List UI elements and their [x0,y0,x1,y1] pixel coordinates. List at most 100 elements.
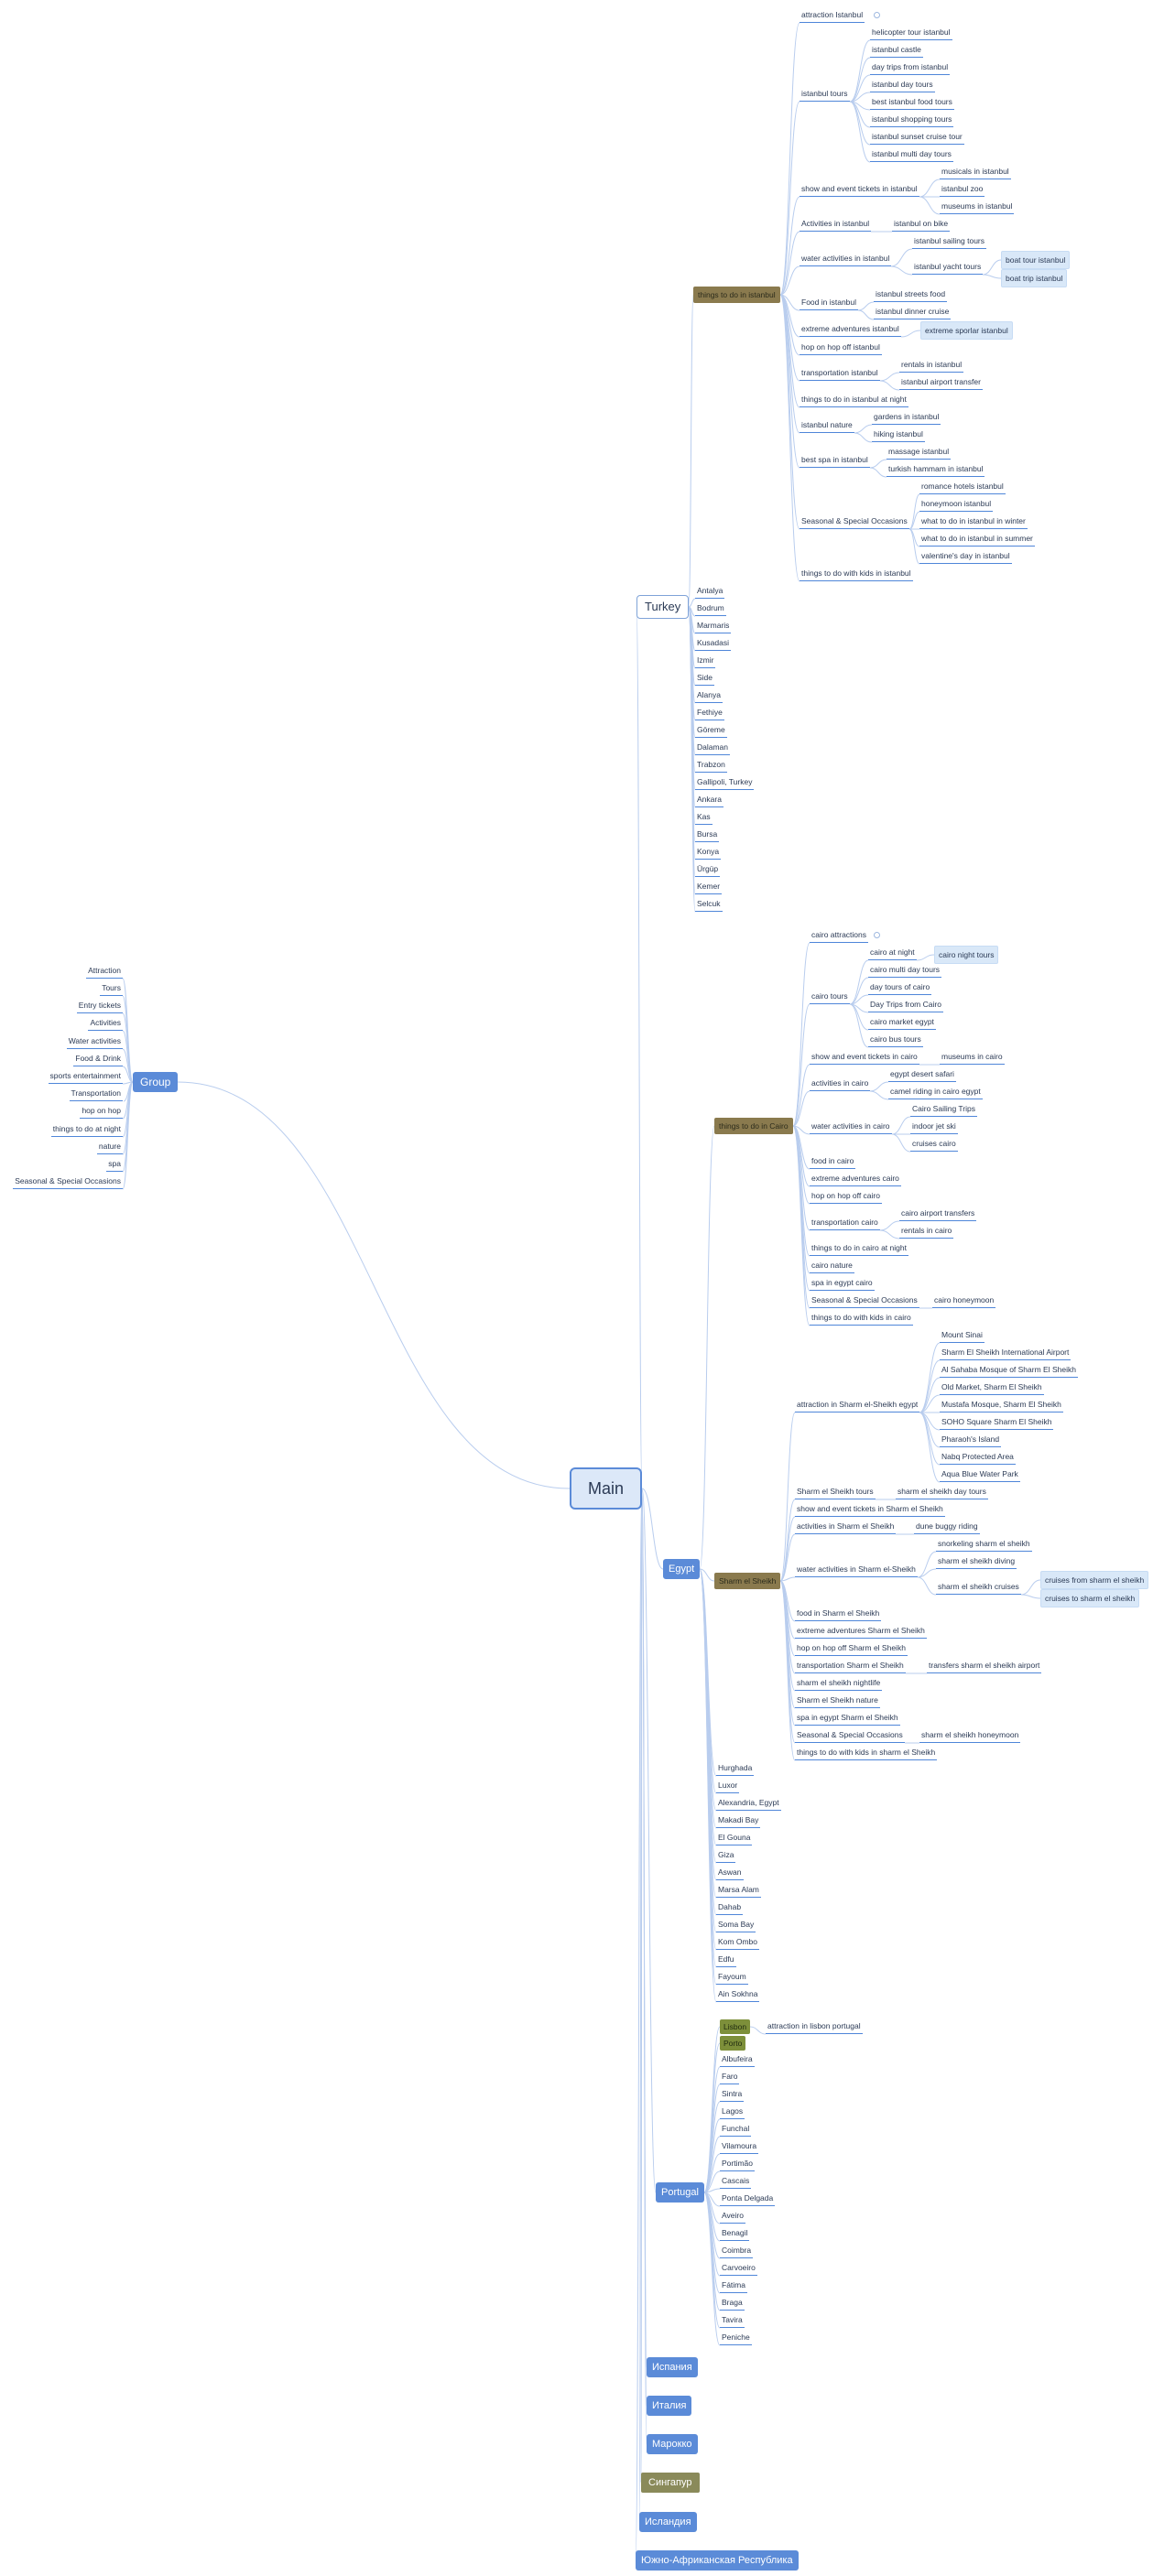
city-item[interactable]: Kas [695,810,713,825]
cairo-item[interactable]: extreme adventures cairo [810,1172,901,1186]
city-item[interactable]: Hurghada [716,1761,755,1776]
cairo-tour-item[interactable]: Day Trips from Cairo [868,998,943,1012]
cairo-tour-item[interactable]: cairo night tours [934,946,999,964]
nature-item[interactable]: gardens in istanbul [872,410,941,425]
yacht-item[interactable]: boat tour istanbul [1001,251,1071,269]
cairo-item[interactable]: water activities in cairo [810,1120,892,1134]
sharm-transport-item[interactable]: transfers sharm el sheikh airport [927,1659,1042,1673]
sharm-item[interactable]: spa in egypt Sharm el Sheikh [795,1711,900,1726]
tour-item[interactable]: day trips from istanbul [870,60,951,75]
city-item[interactable]: Dahab [716,1900,744,1915]
show-item[interactable]: musicals in istanbul [940,165,1011,179]
city-item[interactable]: Alanya [695,688,723,703]
city-item[interactable]: Tavira [720,2313,745,2328]
city-item[interactable]: Peniche [720,2331,752,2345]
tour-item[interactable]: best istanbul food tours [870,95,954,110]
sharm-attraction-item[interactable]: Sharm El Sheikh International Airport [940,1346,1072,1360]
group-item[interactable]: nature [96,1140,123,1154]
city-item[interactable]: Ain Sokhna [716,1987,760,2002]
topic-show-istanbul[interactable]: show and event tickets in istanbul [800,182,919,197]
sharm-item[interactable]: sharm el sheikh nightlife [795,1676,883,1691]
city-item[interactable]: Kom Ombo [716,1935,759,1950]
group-item[interactable]: Water activities [66,1034,123,1049]
city-item[interactable]: Marsa Alam [716,1883,761,1898]
tour-item[interactable]: helicopter tour istanbul [870,26,952,40]
city-item[interactable]: Coimbra [720,2244,754,2258]
sharm-attraction-item[interactable]: Old Market, Sharm El Sheikh [940,1380,1044,1395]
seasonal-item[interactable]: romance hotels istanbul [919,480,1006,494]
city-item[interactable]: Bodrum [695,601,726,616]
topic-sharm[interactable]: Sharm el Sheikh [714,1573,781,1589]
tour-item[interactable]: istanbul castle [870,43,923,58]
cairo-item[interactable]: cairo attractions [810,928,868,943]
topic-seasonal-istanbul[interactable]: Seasonal & Special Occasions [800,514,909,529]
cairo-item[interactable]: hop on hop off cairo [810,1189,882,1204]
tour-item[interactable]: istanbul shopping tours [870,113,954,127]
transport-item[interactable]: rentals in istanbul [899,358,964,373]
tour-item[interactable]: istanbul day tours [870,78,935,92]
country-turkey[interactable]: Turkey [636,595,690,619]
sharm-attraction-item[interactable]: Aqua Blue Water Park [940,1467,1020,1482]
topic-nature-istanbul[interactable]: istanbul nature [800,418,854,433]
cairo-water-item[interactable]: indoor jet ski [910,1120,958,1134]
seasonal-item[interactable]: what to do in istanbul in winter [919,514,1028,529]
topic-lisbon[interactable]: Lisbon [720,2019,751,2034]
city-item[interactable]: Albufeira [720,2052,755,2067]
expand-collapse-icon[interactable] [874,932,880,938]
group-item[interactable]: Activities [88,1016,123,1031]
group-item[interactable]: hop on hop [80,1104,123,1119]
cairo-seasonal-item[interactable]: cairo honeymoon [932,1293,996,1308]
sharm-cruise-item[interactable]: cruises to sharm el sheikh [1040,1589,1140,1607]
lisbon-item[interactable]: attraction in lisbon portugal [766,2019,863,2034]
city-item[interactable]: Dalaman [695,741,731,755]
topic-transport-istanbul[interactable]: transportation istanbul [800,366,880,381]
group-item[interactable]: sports entertainment [48,1069,123,1084]
group-item[interactable]: Entry tickets [76,999,123,1013]
sharm-tour-item[interactable]: sharm el sheikh day tours [896,1485,988,1499]
city-item[interactable]: Göreme [695,723,727,738]
sharm-activity-item[interactable]: dune buggy riding [914,1520,980,1534]
seasonal-item[interactable]: what to do in istanbul in summer [919,532,1035,547]
city-item[interactable]: Antalya [695,584,725,599]
city-item[interactable]: Fátima [720,2278,747,2293]
city-item[interactable]: Bursa [695,828,720,842]
city-item[interactable]: Fayoum [716,1970,748,1985]
city-item[interactable]: Cascais [720,2174,752,2189]
food-item[interactable]: istanbul streets food [874,287,948,302]
expand-collapse-icon[interactable] [874,12,880,18]
sharm-item[interactable]: things to do with kids in sharm el Sheik… [795,1746,938,1760]
country-item[interactable]: Испания [647,2357,698,2377]
group-item[interactable]: spa [106,1157,123,1172]
food-item[interactable]: istanbul dinner cruise [874,305,952,319]
city-item[interactable]: Luxor [716,1779,740,1793]
city-item[interactable]: Selcuk [695,897,723,912]
cairo-item[interactable]: transportation cairo [810,1216,880,1230]
sharm-item[interactable]: food in Sharm el Sheikh [795,1607,882,1621]
city-item[interactable]: Benagil [720,2226,750,2241]
city-item[interactable]: Giza [716,1848,736,1863]
sharm-attraction-item[interactable]: Pharaoh's Island [940,1433,1002,1447]
sharm-item[interactable]: show and event tickets in Sharm el Sheik… [795,1502,945,1517]
city-item[interactable]: Fethiye [695,706,724,720]
city-item[interactable]: Trabzon [695,758,727,773]
topic-extreme-istanbul[interactable]: extreme adventures istanbul [800,322,901,337]
city-item[interactable]: Vilamoura [720,2139,759,2154]
city-item[interactable]: Sintra [720,2087,745,2102]
sharm-item[interactable]: Sharm el Sheikh tours [795,1485,876,1499]
city-item[interactable]: Side [695,671,715,686]
seasonal-item[interactable]: honeymoon istanbul [919,497,994,512]
city-item[interactable]: Kusadasi [695,636,731,651]
sharm-attraction-item[interactable]: Mustafa Mosque, Sharm El Sheikh [940,1398,1063,1412]
city-item[interactable]: Faro [720,2070,740,2084]
city-item[interactable]: El Gouna [716,1831,753,1845]
activity-item[interactable]: istanbul on bike [892,217,951,232]
cairo-item[interactable]: cairo nature [810,1259,854,1273]
root-topic[interactable]: Main [570,1467,643,1510]
group-item[interactable]: things to do at night [50,1122,123,1137]
show-item[interactable]: museums in istanbul [940,200,1015,214]
sharm-attraction-item[interactable]: SOHO Square Sharm El Sheikh [940,1415,1054,1430]
city-item[interactable]: Alexandria, Egypt [716,1796,781,1811]
cairo-tour-item[interactable]: cairo bus tours [868,1033,923,1047]
extreme-item[interactable]: extreme sporlar istanbul [920,321,1013,340]
cairo-item[interactable]: things to do in cairo at night [810,1241,908,1256]
